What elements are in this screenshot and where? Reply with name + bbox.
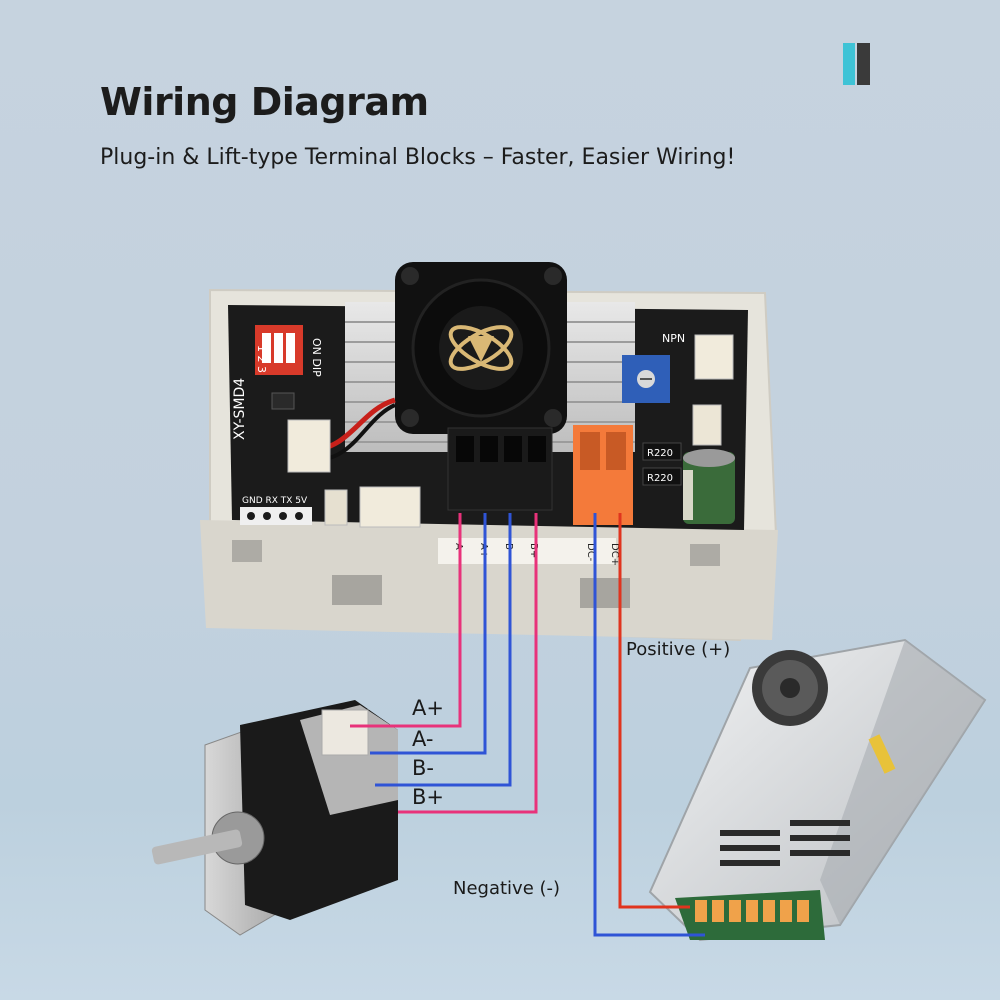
page-subtitle: Plug-in & Lift-type Terminal Blocks – Fa… (100, 145, 736, 170)
terminal-label-sticker (438, 538, 616, 564)
enclosure-clip-1 (332, 575, 382, 605)
enclosure-clip-2 (580, 578, 630, 608)
controller-module: ON DIP 1 2 3 XY-SMD4 GND RX TX 5V (200, 262, 778, 642)
cooling-fan (395, 262, 567, 434)
wire-label-b-minus: B- (412, 756, 434, 780)
psu-vents (720, 820, 850, 866)
psu-fan-grille (752, 650, 828, 726)
terminal-label-b-plus: B+ (528, 543, 539, 558)
page-title: Wiring Diagram (100, 80, 429, 124)
wire-a-plus (350, 513, 462, 728)
corner-mark-dark-bar (857, 43, 870, 85)
serial-connector (359, 486, 421, 528)
wire-b-minus (375, 513, 512, 787)
fan-logo-icon (448, 325, 514, 371)
serial-header (240, 507, 312, 525)
board-model-label: XY-SMD4 (232, 378, 248, 440)
power-supply-unit (648, 638, 987, 942)
wire-label-positive: Positive (+) (626, 639, 731, 660)
wire-b-plus (398, 513, 538, 814)
fan-connector (287, 419, 331, 473)
npn-connector (694, 334, 734, 380)
wire-negative (593, 513, 705, 937)
npn-label: NPN (662, 332, 685, 345)
terminal-label-dc-plus: DC+ (609, 543, 620, 566)
resistor-1 (642, 442, 682, 461)
potentiometer[interactable] (622, 355, 670, 403)
psu-warning-label (868, 734, 896, 774)
motor-shaft (151, 829, 243, 865)
wire-positive (618, 513, 690, 909)
motor-connector[interactable] (321, 709, 369, 756)
wire-label-b-plus: B+ (412, 785, 445, 809)
enclosure-bottom-lip (200, 520, 778, 640)
dip-switch[interactable] (255, 325, 303, 375)
brand-corner-mark (843, 43, 871, 85)
wire-a-minus (370, 513, 487, 755)
npn-connector-2 (692, 404, 722, 446)
enclosure-clip-3 (232, 540, 262, 562)
corner-mark-cyan-bar (843, 43, 855, 85)
stepper-motor (151, 700, 398, 936)
resistor-1-label: R220 (647, 448, 673, 459)
dip-switch-label: ON DIP (310, 338, 323, 377)
dip-switch-numbers: 1 2 3 (255, 345, 268, 373)
wire-label-negative: Negative (-) (453, 878, 561, 899)
resistor-2-label: R220 (647, 473, 673, 484)
side-connector (324, 489, 348, 526)
psu-side (820, 640, 985, 925)
wire-label-a-plus: A+ (412, 696, 444, 720)
power-terminal-block[interactable] (573, 425, 633, 525)
enclosure-clip-4 (690, 544, 720, 566)
terminal-label-dc-minus: DC- (585, 543, 596, 562)
electrolytic-capacitor (683, 449, 735, 524)
motor-terminal-block[interactable] (447, 427, 553, 511)
wire-label-a-minus: A- (412, 727, 434, 751)
ic-chip (271, 392, 295, 410)
psu-terminal-screws (695, 900, 809, 922)
serial-pins-label: GND RX TX 5V (242, 496, 308, 506)
resistor-2 (642, 467, 682, 486)
